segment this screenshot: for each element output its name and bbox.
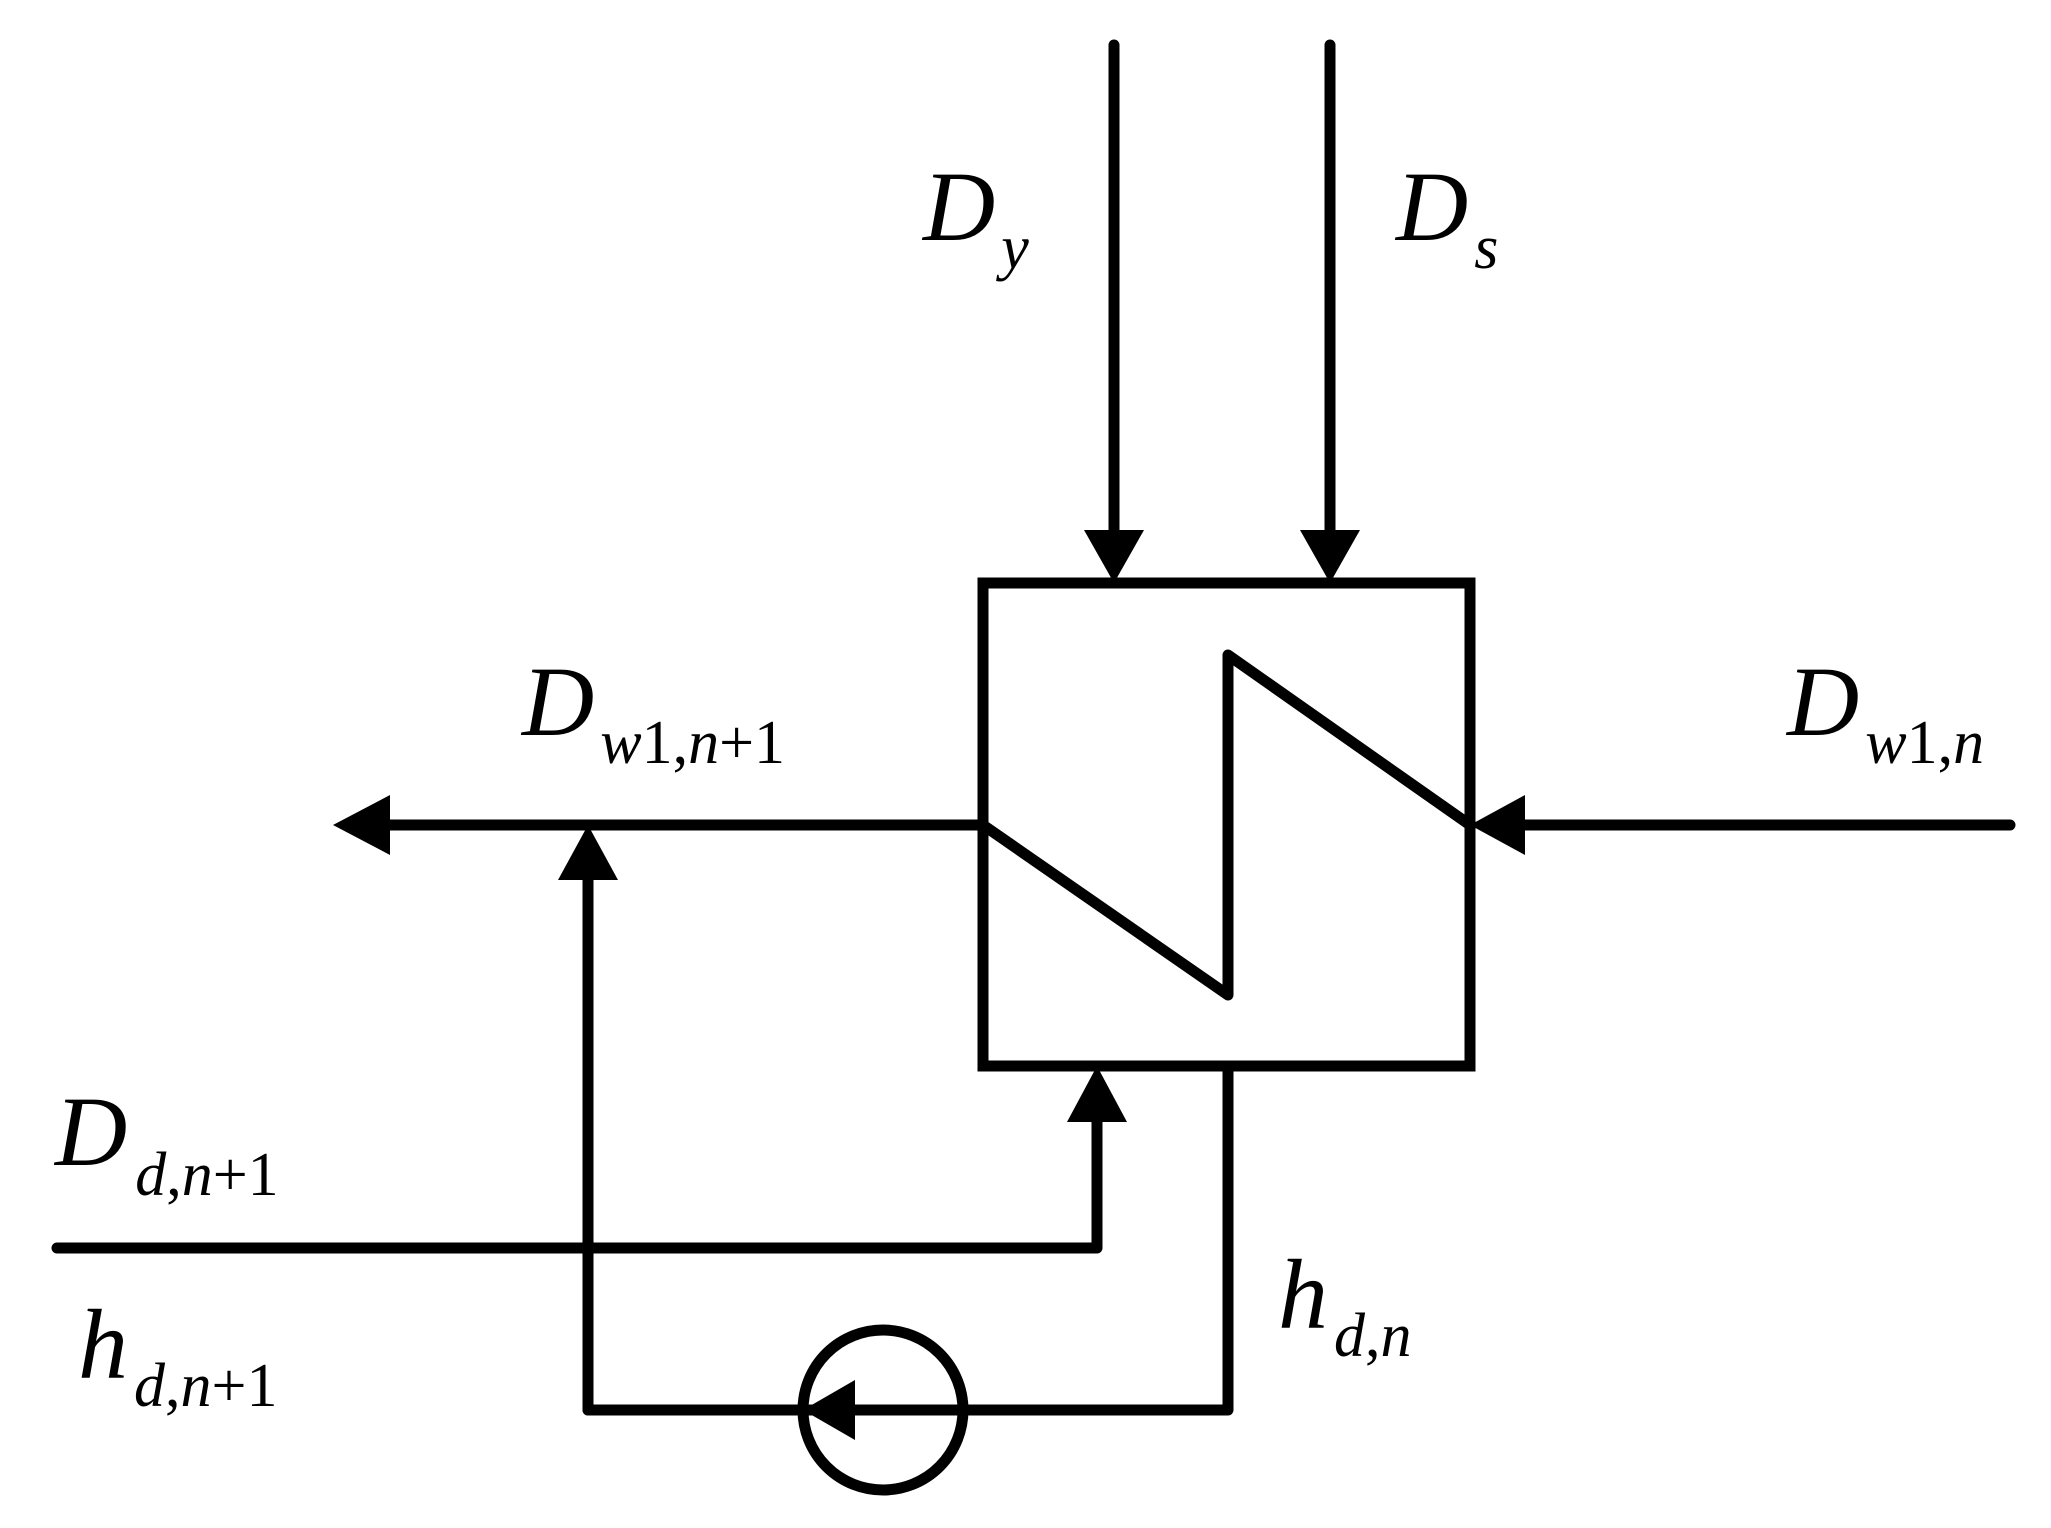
label-feedwater-out: Dw1,n+1 — [520, 646, 785, 777]
drain-in-line — [51, 1104, 1103, 1254]
drain-out-line — [582, 1060, 1234, 1416]
feedwater-out-arrow — [333, 795, 390, 855]
drain-pump-return-arrow — [558, 825, 618, 880]
feedwater-in-arrow — [1470, 795, 1525, 855]
heat-exchanger-coil — [977, 649, 1476, 1001]
steam-s-arrow — [1300, 530, 1360, 583]
drain-in-arrow — [1067, 1066, 1127, 1122]
label-feedwater-in: Dw1,n — [1785, 646, 1984, 777]
pump-direction-arrow — [803, 1380, 855, 1440]
label-steam-s: Ds — [1394, 151, 1498, 282]
label-drain-in-enthalpy: hd,n+1 — [78, 1289, 277, 1420]
label-steam-y: Dy — [921, 151, 1029, 282]
steam-y-arrow — [1084, 530, 1144, 583]
label-drain-out-enthalpy: hd,n — [1278, 1239, 1412, 1370]
